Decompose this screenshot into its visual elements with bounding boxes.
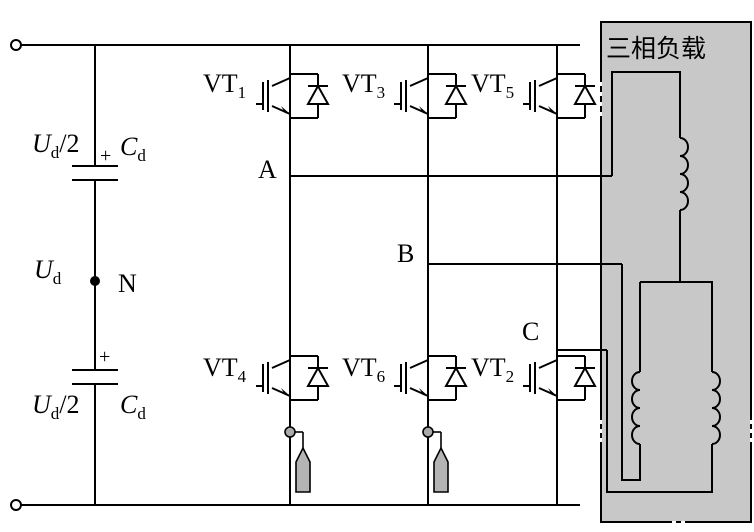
bottom-capacitor-label: Cd	[120, 390, 146, 423]
switch-label-vt4: VT4	[203, 353, 247, 386]
bottom-terminal	[10, 499, 22, 511]
bottom-capacitor-plus: +	[99, 346, 110, 368]
node-a-label: A	[258, 155, 277, 184]
igbt-vt5-symbol	[522, 67, 596, 125]
load-winding-a	[611, 71, 689, 282]
gate-drive-vt6	[422, 426, 449, 493]
neutral-node	[90, 276, 100, 286]
node-b-label: B	[397, 239, 414, 268]
igbt-vt4-symbol	[255, 349, 329, 407]
node-c-label: C	[522, 317, 539, 346]
bridge-legs	[289, 45, 558, 505]
bottom-capacitor-voltage-label: Ud/2	[32, 390, 80, 423]
switch-label-vt2: VT2	[471, 353, 514, 386]
top-capacitor-voltage-label: Ud/2	[32, 129, 80, 162]
load-winding-b	[621, 264, 641, 481]
load-box-title: 三相负载	[606, 34, 706, 63]
igbt-vt6-symbol	[393, 349, 467, 407]
capacitor-branch	[72, 45, 118, 505]
load-winding-c	[606, 350, 721, 493]
igbt-vt3-symbol	[393, 67, 467, 125]
phase-output-wires	[290, 175, 622, 351]
top-capacitor-label: Cd	[120, 132, 146, 165]
top-capacitor-plus: +	[100, 145, 111, 167]
switch-label-vt6: VT6	[342, 353, 385, 386]
load-box-boundary-dashes	[600, 82, 752, 523]
neutral-label: N	[118, 269, 137, 298]
top-terminal	[10, 39, 22, 51]
dc-voltage-label: Ud	[34, 255, 62, 288]
igbt-vt2-symbol	[522, 349, 596, 407]
load-star-point	[639, 281, 713, 372]
load-box	[600, 21, 752, 523]
switch-label-vt5: VT5	[471, 69, 514, 102]
switch-label-vt3: VT3	[342, 69, 385, 102]
gate-drive-vt4	[284, 426, 311, 493]
igbt-vt1-symbol	[255, 67, 329, 125]
switch-label-vt1: VT1	[203, 69, 246, 102]
